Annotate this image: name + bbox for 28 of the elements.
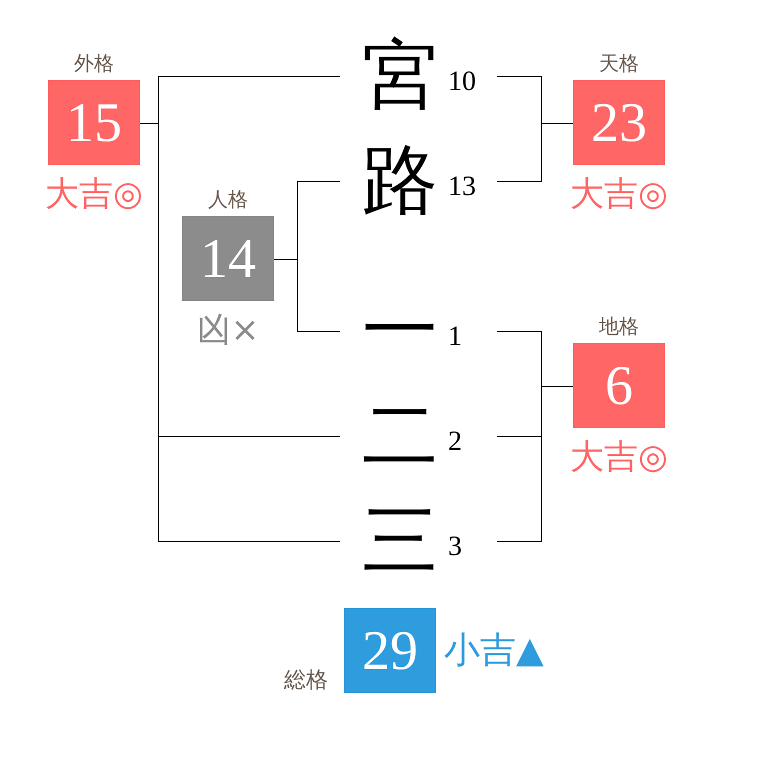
fortune-verdict: 凶×	[196, 311, 260, 349]
name-character: 路	[362, 143, 438, 219]
score-box: 15	[48, 80, 140, 165]
score-box: 29	[344, 608, 436, 693]
category-label: 総格	[284, 669, 328, 693]
connector-line	[496, 123, 574, 182]
name-character: 三	[362, 503, 438, 579]
category-label: 人格	[208, 187, 248, 211]
name-character: 二	[362, 398, 438, 474]
category-label: 地格	[599, 314, 639, 338]
name-character: 一	[362, 293, 438, 369]
category-label: 天格	[599, 51, 639, 75]
stroke-count: 1	[448, 322, 462, 352]
stroke-count: 2	[448, 427, 462, 457]
score-box: 6	[573, 343, 665, 428]
connector-line	[274, 259, 340, 332]
score-box: 23	[573, 80, 665, 165]
stroke-count: 3	[448, 532, 462, 562]
name-character: 宮	[362, 38, 438, 114]
fortune-verdict: 大吉◎	[570, 438, 668, 476]
connector-line	[496, 386, 574, 542]
fortune-verdict: 大吉◎	[570, 175, 668, 213]
fortune-verdict: 大吉◎	[45, 175, 143, 213]
score-box: 14	[182, 216, 274, 301]
fortune-verdict: 小吉▲	[444, 632, 544, 670]
stroke-count: 10	[448, 67, 476, 97]
category-label: 外格	[74, 51, 114, 75]
stroke-count: 13	[448, 172, 476, 202]
